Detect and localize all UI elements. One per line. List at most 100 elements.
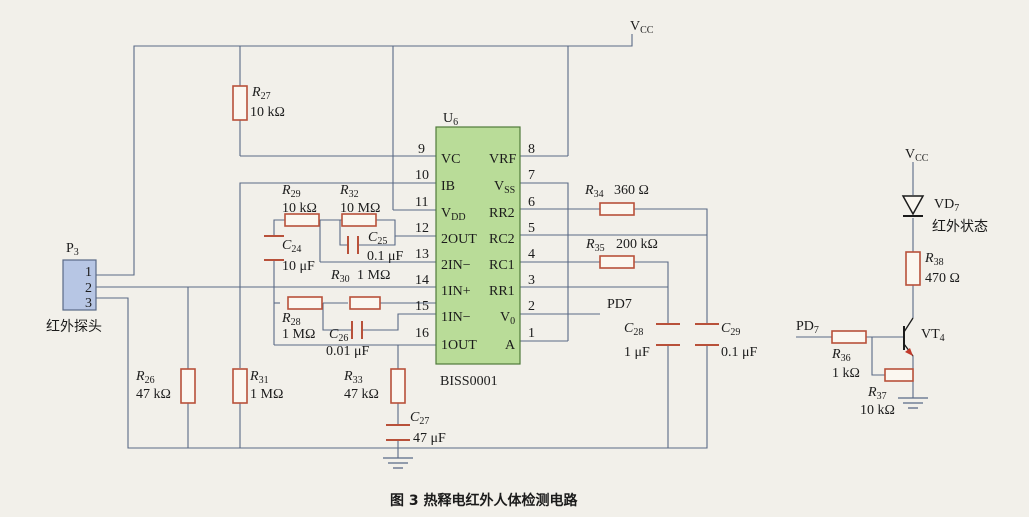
ic-pin-name: IB: [441, 179, 455, 194]
capacitor-c25: [347, 236, 359, 254]
value-r33: 47 kΩ: [344, 387, 379, 402]
label-c25: C25: [368, 230, 387, 247]
ic-pin-num: 12: [415, 221, 429, 236]
capacitors: [264, 235, 719, 441]
ic-pin-name: 1OUT: [441, 338, 477, 353]
label-r37: R37: [867, 385, 887, 402]
resistor-r33: [390, 368, 406, 404]
connector-label: 红外探头: [46, 319, 102, 335]
ic-pin-name: V0: [500, 310, 515, 327]
label-r31: R31: [249, 369, 269, 386]
ic-pin-name: RR1: [489, 284, 515, 299]
label-r30: R30: [330, 268, 350, 285]
net-label-pd7-in: PD7: [796, 319, 819, 336]
label-c24: C24: [282, 238, 301, 255]
ic-pin-num: 4: [528, 247, 535, 262]
connector-body: [62, 259, 97, 311]
ic-pin-num: 3: [528, 273, 535, 288]
ic-pin-name: 2OUT: [441, 232, 477, 247]
vcc-label-main: VCC: [630, 19, 654, 36]
ic-pin-name: A: [505, 338, 516, 353]
ic-body: [435, 126, 521, 365]
capacitor-c27: [386, 424, 410, 441]
ic-pin-name: RC2: [489, 232, 515, 247]
label-c26: C26: [329, 327, 348, 344]
ic-pin-num: 16: [415, 326, 429, 341]
ic-pin-name: RR2: [489, 206, 515, 221]
resistor-r37: [884, 368, 914, 382]
resistor-r29: [284, 213, 320, 227]
label-c28: C28: [624, 321, 643, 338]
ground-symbol-right: [898, 397, 928, 409]
resistor-r27: [232, 85, 248, 121]
connector-pin-3: 3: [85, 296, 92, 311]
connector-pin-2: 2: [85, 281, 92, 296]
ic-designator: U6: [443, 111, 458, 128]
ic-pin-num: 10: [415, 168, 429, 183]
label-r27: R27: [251, 85, 271, 102]
ic-pin-num: 13: [415, 247, 429, 262]
resistor-r36: [831, 330, 867, 344]
ic-pin-num: 15: [415, 299, 429, 314]
resistor-r31: [232, 368, 248, 404]
vcc-label-right: VCC: [905, 147, 929, 164]
value-r30: 1 MΩ: [357, 268, 390, 283]
value-c28: 1 μF: [624, 345, 650, 360]
capacitor-c29: [695, 323, 719, 346]
connector-pin-1: 1: [85, 265, 92, 280]
ic-pin-num: 8: [528, 142, 535, 157]
resistor-r28: [287, 296, 323, 310]
ic-pin-name: VC: [441, 152, 460, 167]
label-r36: R36: [831, 347, 851, 364]
value-r34: 360 Ω: [614, 183, 649, 198]
led-vd7: [901, 195, 925, 217]
ground-symbol: [383, 457, 413, 469]
value-c29: 0.1 μF: [721, 345, 758, 360]
label-r26: R26: [135, 369, 155, 386]
label-r34: R34: [584, 183, 604, 200]
label-c29: C29: [721, 321, 740, 338]
ic-pin-num: 7: [528, 168, 535, 183]
label-r28: R28: [281, 311, 301, 328]
label-c27: C27: [410, 410, 429, 427]
value-r27: 10 kΩ: [250, 105, 285, 120]
ic-pin-name: VRF: [489, 152, 516, 167]
value-r26: 47 kΩ: [136, 387, 171, 402]
ic-pin-num: 2: [528, 299, 535, 314]
resistor-r30: [349, 296, 381, 310]
value-vd7: 红外状态: [932, 219, 988, 235]
value-r31: 1 MΩ: [250, 387, 283, 402]
capacitor-c28: [656, 323, 680, 346]
value-r32: 10 MΩ: [340, 201, 380, 216]
ic-pin-num: 14: [415, 273, 429, 288]
value-r29: 10 kΩ: [282, 201, 317, 216]
capacitor-c24: [264, 235, 284, 261]
resistor-r26: [180, 368, 196, 404]
ic-pin-num: 5: [528, 221, 535, 236]
value-r36: 1 kΩ: [832, 366, 860, 381]
ic-pin-name: 1IN+: [441, 284, 471, 299]
label-vd7: VD7: [934, 197, 959, 214]
figure-caption: 图 3 热释电红外人体检测电路: [390, 492, 578, 509]
value-c24: 10 μF: [282, 259, 315, 274]
ic-part-number: BISS0001: [440, 374, 498, 389]
transistor-vt4: [903, 317, 914, 357]
resistor-r34: [599, 202, 635, 216]
ic-pin-name: RC1: [489, 258, 515, 273]
label-r35: R35: [585, 237, 605, 254]
ic-pin-name: 2IN−: [441, 258, 471, 273]
label-r33: R33: [343, 369, 363, 386]
net-label-pd7: PD7: [607, 297, 632, 312]
ic-pin-name: VDD: [441, 206, 466, 223]
ic-pin-name: 1IN−: [441, 310, 471, 325]
resistor-r35: [599, 255, 635, 269]
resistor-r38: [905, 251, 921, 286]
label-r32: R32: [339, 183, 359, 200]
label-r38: R38: [924, 251, 944, 268]
ic-pin-name: VSS: [494, 179, 515, 196]
value-c25: 0.1 μF: [367, 249, 404, 264]
ic-pin-num: 11: [415, 195, 428, 210]
value-r38: 470 Ω: [925, 271, 960, 286]
ic-right-pins: VRF 8 VSS 7 RR2 6 RC2 5 RC1 4 RR1 3 V0 2…: [489, 142, 535, 353]
